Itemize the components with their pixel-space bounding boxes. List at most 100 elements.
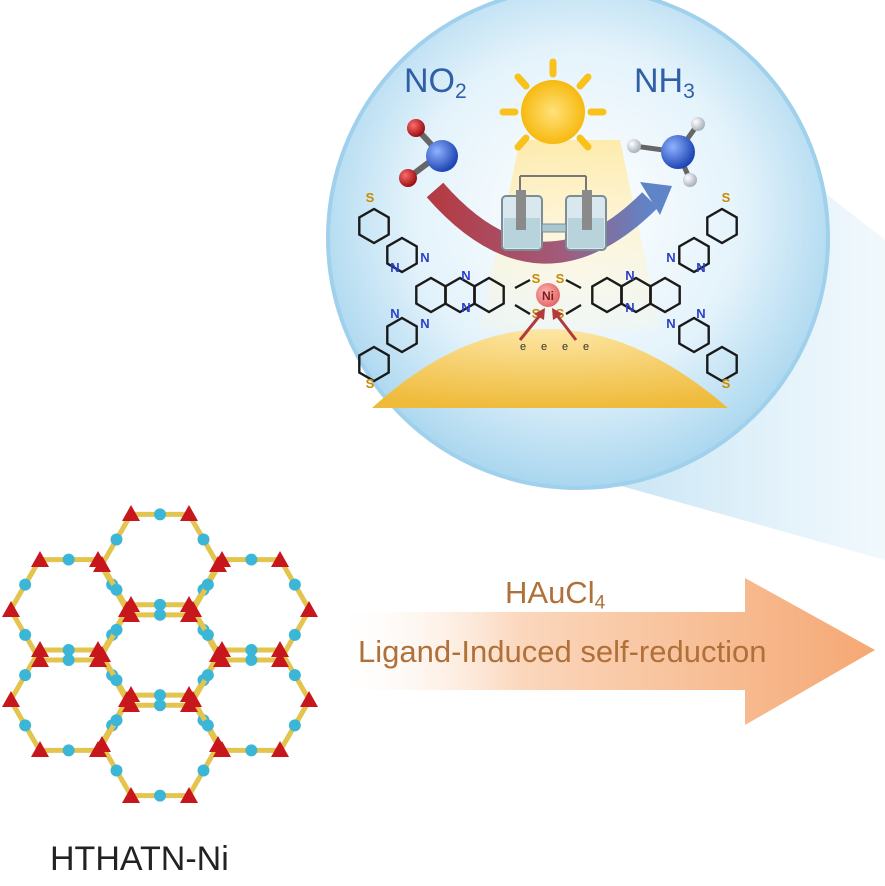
framework-linker-unit (19, 628, 32, 641)
ni-label: Ni (542, 289, 554, 303)
framework-linker-unit (110, 623, 123, 636)
framework-linker-unit (62, 744, 75, 757)
nitrogen-atom: N (420, 316, 429, 331)
gold-surface (372, 329, 728, 408)
ring-left-top (358, 207, 390, 245)
framework-linker-unit (154, 699, 166, 712)
nitrogen-atom: N (666, 316, 675, 331)
framework-node (122, 606, 140, 622)
framework-linker-unit (245, 654, 258, 667)
ring-right-4 (591, 276, 623, 314)
framework-linker-unit (288, 719, 301, 732)
framework-node (213, 651, 231, 667)
electron-symbol: e (541, 341, 547, 353)
framework-node (300, 601, 318, 617)
framework-linker-unit (245, 744, 258, 757)
framework-linker-unit (245, 643, 258, 656)
nitrogen-atom: N (461, 268, 470, 283)
framework-linker-unit (288, 669, 301, 682)
electron-symbol: e (562, 341, 568, 353)
ring-right-top (706, 207, 738, 245)
reaction-arrow-head (640, 182, 672, 215)
framework-linker-unit (19, 578, 32, 591)
sun-icon (499, 58, 607, 151)
nitrogen-atom: N (390, 260, 399, 275)
framework-node (2, 601, 20, 617)
electron-symbol: e (520, 341, 526, 353)
framework-node (271, 551, 289, 567)
framework-node (122, 686, 140, 702)
reaction-arrow (426, 182, 658, 264)
nitrogen-atom: N (461, 300, 470, 315)
framework-node (93, 556, 111, 572)
ring-right-0 (678, 236, 710, 274)
framework-linker-unit (62, 553, 75, 566)
framework-node (300, 691, 318, 707)
framework-linker-unit (201, 669, 214, 682)
ring-left-4 (473, 276, 505, 314)
framework-node (213, 641, 231, 657)
sulfur-atom: S (366, 376, 375, 391)
framework-linker-unit (154, 689, 166, 702)
framework-linker-unit (110, 533, 123, 546)
framework-node (31, 551, 49, 567)
framework-linker-unit (154, 508, 166, 521)
nitrogen-atom: N (625, 268, 634, 283)
framework-linker-unit (201, 628, 214, 641)
framework-linker-unit (245, 553, 258, 566)
ring-left-0 (386, 236, 418, 274)
sulfur-atom: S (722, 376, 731, 391)
framework-node (122, 696, 140, 712)
framework-node (184, 691, 202, 707)
framework-linker-unit (110, 764, 123, 777)
nitrogen-atom: N (666, 250, 675, 265)
framework-node (122, 596, 140, 612)
framework-linker-unit (19, 669, 32, 682)
framework-node (271, 651, 289, 667)
ligand-structure (358, 207, 738, 383)
framework-linker-unit (110, 714, 123, 727)
electron-transfer (518, 308, 578, 341)
framework-node (122, 505, 140, 521)
framework-linker-unit (288, 628, 301, 641)
framework-linker-unit (110, 583, 123, 596)
framework-linker-unit (110, 674, 123, 687)
framework-node (213, 741, 231, 757)
nitrogen-atom: N (420, 250, 429, 265)
nitrogen-atom: N (390, 306, 399, 321)
framework-node (180, 505, 198, 521)
reactant-label: NO2 (404, 62, 467, 103)
nitrogen-atom: N (696, 306, 705, 321)
reagent-label: HAuCl4 (505, 575, 606, 614)
framework-linker-unit (62, 643, 75, 656)
framework-linker-unit (62, 654, 75, 667)
electrochemical-cell-icon (501, 175, 607, 251)
framework-node (213, 551, 231, 567)
framework-node (122, 787, 140, 803)
framework-node (2, 691, 20, 707)
framework-linker-unit (154, 598, 166, 611)
framework-node (31, 651, 49, 667)
nh3-molecule (627, 117, 705, 187)
framework-node (180, 787, 198, 803)
ring-left-1 (386, 316, 418, 354)
framework-linker-unit (154, 608, 166, 621)
process-label: Ligand-Induced self-reduction (358, 634, 767, 669)
framework-node (93, 736, 111, 752)
sulfur-atom: S (722, 190, 731, 205)
nitrogen-atom: N (696, 260, 705, 275)
framework-node (271, 741, 289, 757)
framework-linker-unit (288, 578, 301, 591)
sulfur-atom: S (532, 271, 541, 286)
process-arrow (330, 578, 875, 725)
framework-node (93, 646, 111, 662)
sulfur-atom: S (556, 271, 565, 286)
framework-node (31, 741, 49, 757)
ring-right-bottom (706, 345, 738, 383)
no2-molecule (399, 119, 458, 187)
product-label: NH3 (634, 62, 695, 103)
framework-label: HTHATN-Ni (50, 840, 229, 878)
sulfur-atom: S (366, 190, 375, 205)
